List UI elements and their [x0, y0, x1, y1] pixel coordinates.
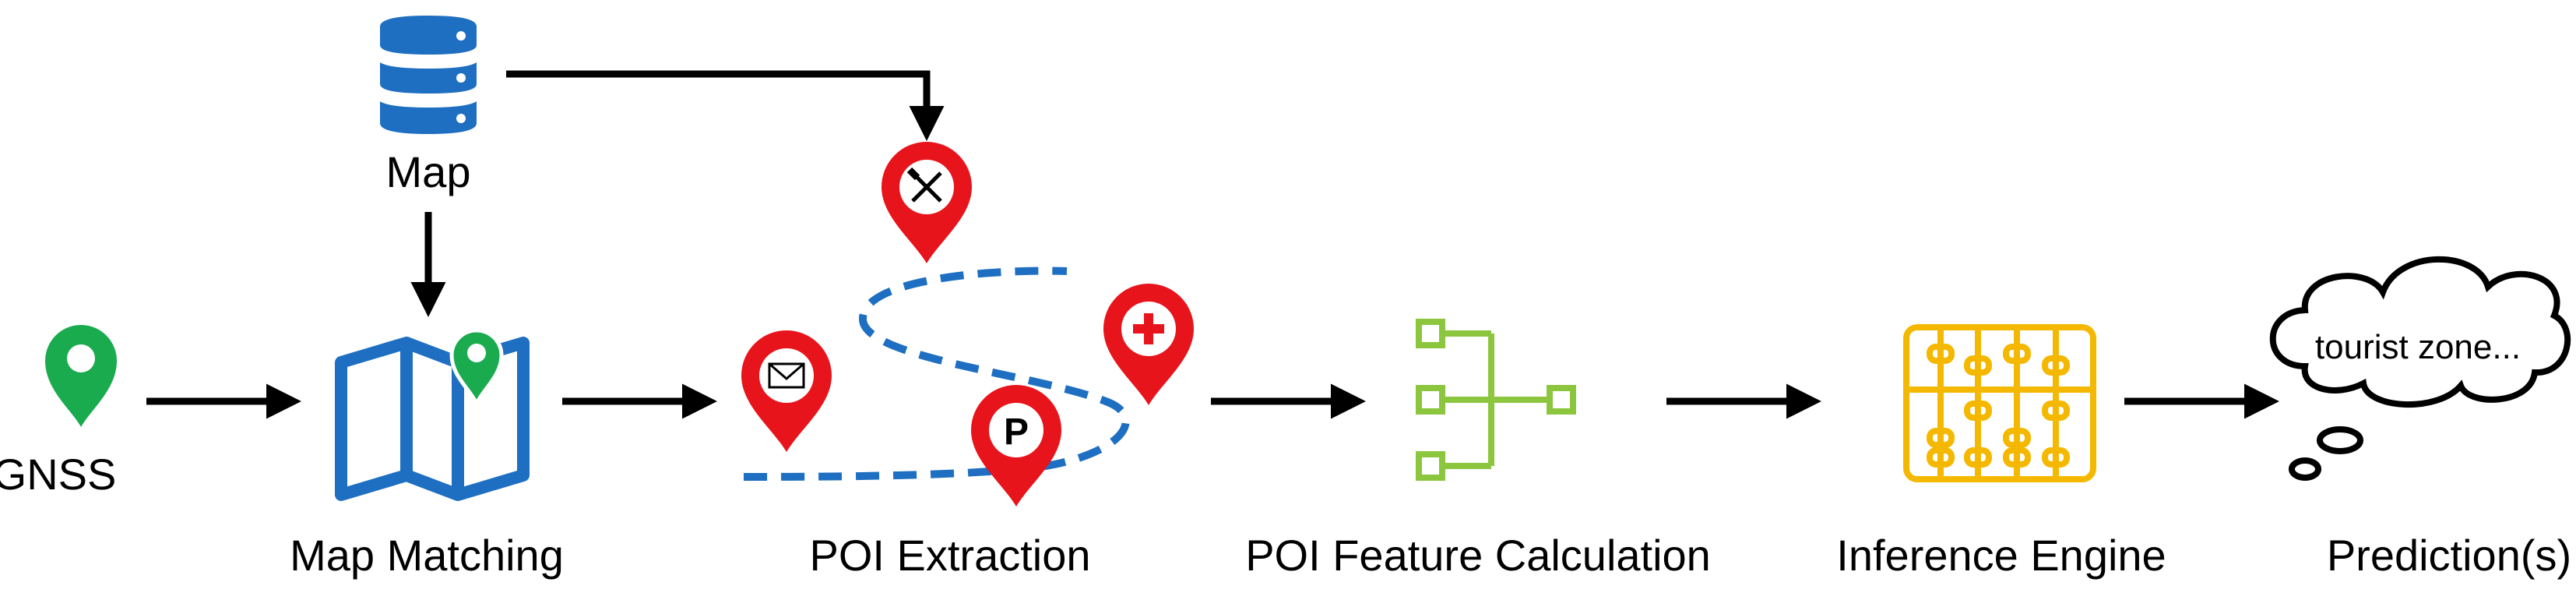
abacus-icon [1903, 324, 2096, 482]
map-label: Map [386, 147, 471, 196]
restaurant-pin-icon [882, 142, 972, 263]
predictions-label: Prediction(s) [2327, 531, 2571, 580]
mail-pin-icon [741, 330, 832, 452]
location-pin-icon [45, 325, 117, 427]
thought-text: tourist zone... [2315, 328, 2521, 366]
database-icon [380, 16, 477, 134]
hospital-pin-icon [1103, 284, 1194, 405]
feature-tree-icon [1416, 319, 1576, 481]
arrow-map-to-poi [506, 70, 945, 141]
parking-letter: P [1004, 411, 1029, 453]
map-matching-label: Map Matching [290, 531, 564, 580]
parking-pin-icon: P [971, 385, 1061, 506]
location-pin-icon [449, 328, 504, 409]
poi-feature-calculation-label: POI Feature Calculation [1245, 531, 1711, 580]
poi-extraction-label: POI Extraction [809, 531, 1090, 580]
thought-cloud-icon [2269, 256, 2571, 481]
gnss-label: GNSS [0, 450, 116, 499]
inference-engine-label: Inference Engine [1836, 531, 2166, 580]
folded-map-icon [335, 337, 530, 501]
poi-route [743, 266, 1130, 481]
